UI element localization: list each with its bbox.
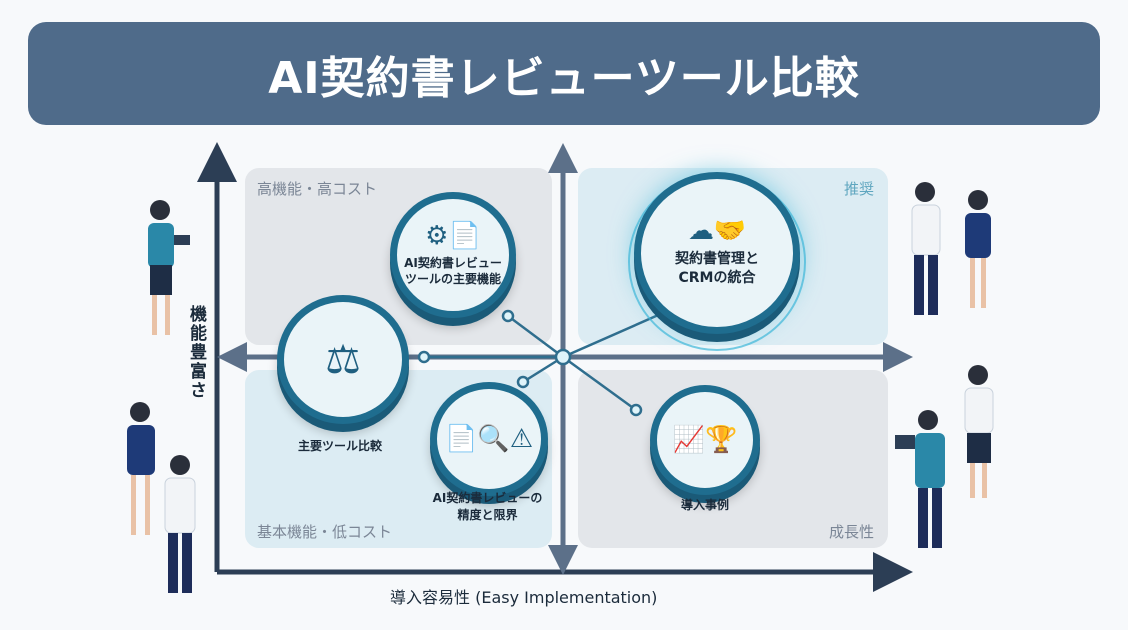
node-label: AI契約書レビュー	[404, 255, 502, 270]
scale-icon: ⚖	[325, 336, 361, 383]
quadrant-label: 推奨	[843, 180, 874, 198]
node-main-features[interactable]: ⚙📄 AI契約書レビューツールの主要機能	[390, 192, 516, 318]
quadrant-label: 基本機能・低コスト	[257, 523, 393, 541]
discussing-people-illustration	[127, 402, 196, 593]
title-banner: AI契約書レビューツール比較	[28, 22, 1100, 125]
accuracy-limits-label: AI契約書レビューの精度と限界	[410, 490, 565, 524]
node-label: AI契約書レビューの	[432, 491, 543, 505]
node-label: 精度と限界	[457, 507, 518, 522]
node-tool-comparison[interactable]: ⚖	[277, 295, 409, 424]
document-ai-icon: ⚙📄	[425, 220, 481, 251]
document-magnifier-warning-icon: 📄🔍⚠	[444, 424, 534, 454]
laptop-people-illustration	[895, 365, 994, 548]
x-axis-label: 導入容易性 (Easy Implementation)	[390, 588, 658, 607]
quadrant-label: 高機能・高コスト	[257, 180, 378, 198]
cloud-handshake-icon: ☁🤝	[687, 216, 747, 247]
node-label: CRMの統合	[678, 270, 756, 286]
node-label: 契約書管理と	[675, 251, 759, 268]
node-accuracy-limits[interactable]: 📄🔍⚠	[430, 382, 548, 496]
business-people-illustration	[911, 182, 991, 315]
growth-chart-trophy-icon: 📈🏆	[672, 425, 738, 455]
page-title: AI契約書レビューツール比較	[268, 52, 860, 104]
y-axis-label: 機能豊富さ	[186, 305, 206, 400]
node-case-studies[interactable]: 📈🏆	[650, 385, 760, 495]
person-with-tablet-illustration	[148, 200, 190, 335]
case-studies-label: 導入事例	[680, 498, 729, 512]
node-crm-integration[interactable]: ☁🤝 契約書管理と CRMの統合	[634, 172, 800, 334]
node-label: ツールの主要機能	[404, 272, 501, 286]
quadrant-label: 成長性	[828, 523, 874, 541]
tool-comparison-label: 主要ツール比較	[297, 439, 382, 453]
